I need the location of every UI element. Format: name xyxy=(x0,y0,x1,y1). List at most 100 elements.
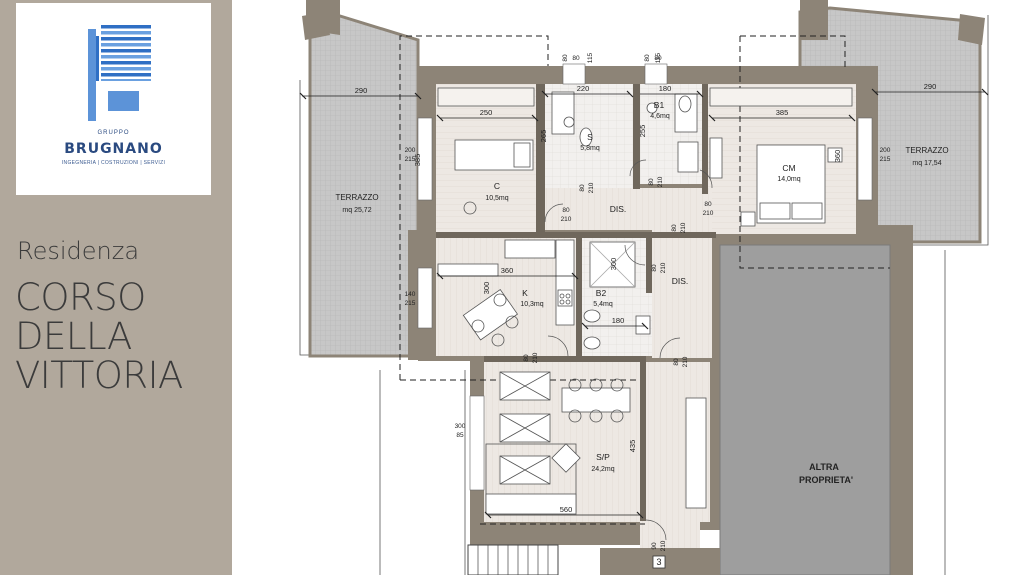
logo-stripe xyxy=(101,67,151,71)
dim-label: 80 xyxy=(671,224,678,232)
dim-label: 255 xyxy=(638,125,647,138)
branding-panel: GRUPPO BRUGNANO INGEGNERIA | COSTRUZIONI… xyxy=(0,0,232,575)
floor-plan: C 10,5mq S 5,8mq B1 4,6mq CM 14,0mq K 10… xyxy=(299,0,989,575)
corridor-1-label: DIS. xyxy=(610,204,627,214)
dim-label: 90 xyxy=(651,542,658,550)
room-s-area: 5,8mq xyxy=(580,145,600,152)
dim-label: 80 xyxy=(562,54,569,62)
room-b1-name: B1 xyxy=(654,100,665,110)
dim-label: 80 xyxy=(644,54,651,62)
project-title: CORSO DELLA VITTORIA xyxy=(15,278,225,395)
dim-label: 80 xyxy=(651,264,658,272)
dim-label: 80 xyxy=(579,184,586,192)
dim-label: 210 xyxy=(660,540,667,551)
stairs xyxy=(467,544,720,575)
room-k-name: K xyxy=(522,288,528,298)
interior-walls xyxy=(436,84,716,521)
dim-label: 300 xyxy=(609,258,618,271)
dim-label: 210 xyxy=(532,352,539,363)
dimension-ticks xyxy=(299,88,989,519)
dim-label: 210 xyxy=(703,210,714,217)
terrace-right-area: mq 17,54 xyxy=(912,160,941,167)
room-cm-area: 14,0mq xyxy=(777,176,800,183)
neighbor-label-line1: ALTRA xyxy=(809,462,839,472)
dim-label: 560 xyxy=(560,505,573,514)
dim-label: 220 xyxy=(577,84,590,93)
dim-label: 210 xyxy=(561,216,572,223)
dim-label: 215 xyxy=(405,300,416,307)
dim-label: 265 xyxy=(539,130,548,143)
room-sp-name: S/P xyxy=(596,452,610,462)
terrace-right-name: TERRAZZO xyxy=(905,146,948,155)
company-logo: GRUPPO BRUGNANO INGEGNERIA | COSTRUZIONI… xyxy=(16,3,211,195)
building-logo-icon xyxy=(88,25,151,121)
dim-label: 210 xyxy=(682,356,689,367)
dim-label: 360 xyxy=(833,150,842,163)
logo-stripe xyxy=(101,31,151,35)
room-cm-name: CM xyxy=(782,163,795,173)
dim-label: 215 xyxy=(405,156,416,163)
dim-label: 200 xyxy=(880,147,891,154)
dim-label: 210 xyxy=(657,176,664,187)
logo-stripe xyxy=(101,25,151,29)
dim-label: 290 xyxy=(924,82,937,91)
room-c-area: 10,5mq xyxy=(485,195,508,202)
dim-label: 80 xyxy=(704,201,712,208)
furniture xyxy=(437,87,853,515)
dim-label: 115 xyxy=(587,52,594,63)
headline-kicker: Residenza xyxy=(17,237,140,265)
dim-label: 210 xyxy=(660,262,667,273)
room-k-area: 10,3mq xyxy=(520,301,543,308)
project-title-line: DELLA xyxy=(15,315,132,358)
dim-label: 180 xyxy=(659,84,672,93)
dim-label: 115 xyxy=(655,52,662,63)
brand-group-label: GRUPPO xyxy=(97,130,130,136)
dim-label: 80 xyxy=(562,207,570,214)
room-sp-area: 24,2mq xyxy=(591,466,614,473)
room-s-name: S xyxy=(587,132,593,142)
dim-label: 360 xyxy=(501,266,514,275)
dim-label: 80 xyxy=(654,55,662,62)
dim-label: 80 xyxy=(572,55,580,62)
room-c-name: C xyxy=(494,181,500,191)
dim-label: 215 xyxy=(880,156,891,163)
dim-label: 210 xyxy=(680,222,687,233)
dim-label: 140 xyxy=(405,291,416,298)
dim-label: 80 xyxy=(673,358,680,366)
logo-stripe xyxy=(101,49,151,53)
dim-label: 300 xyxy=(482,282,491,295)
dim-label: 210 xyxy=(588,182,595,193)
terrace-left xyxy=(302,12,420,358)
terrace-left-name: TERRAZZO xyxy=(335,193,378,202)
logo-stripe xyxy=(101,73,151,77)
room-b2-name: B2 xyxy=(596,288,607,298)
brand-tagline: INGEGNERIA | COSTRUZIONI | SERVIZI xyxy=(61,160,166,166)
logo-stripe xyxy=(101,61,151,65)
dim-label: 250 xyxy=(480,108,493,117)
dim-label: 435 xyxy=(628,440,637,453)
windows xyxy=(417,63,873,491)
dim-label: 385 xyxy=(413,154,422,167)
logo-stripe xyxy=(101,55,151,59)
dim-label: 300 xyxy=(455,423,466,430)
stair-number: 3 xyxy=(656,557,661,567)
room-b2-area: 5,4mq xyxy=(593,301,613,308)
logo-stripe xyxy=(101,79,151,83)
dim-label: 80 xyxy=(523,354,530,362)
corridor-floor-2 xyxy=(652,230,712,358)
neighbor-label-line2: PROPRIETA' xyxy=(799,475,853,485)
dim-label: 80 xyxy=(648,178,655,186)
door-swings xyxy=(544,159,713,541)
dim-label: 180 xyxy=(612,316,625,325)
logo-stripe xyxy=(101,43,151,47)
logo-stripe xyxy=(101,37,151,41)
dim-label: 200 xyxy=(405,147,416,154)
corridor-floor-1 xyxy=(536,188,712,230)
dimension-lines xyxy=(302,91,985,516)
dim-label: 385 xyxy=(776,108,789,117)
brand-name: BRUGNANO xyxy=(64,141,163,157)
project-title-line: CORSO xyxy=(15,276,146,319)
project-title-line: VITTORIA xyxy=(15,354,183,397)
logo-b-inner xyxy=(108,91,139,111)
terrace-left-area: mq 25,72 xyxy=(342,207,371,214)
